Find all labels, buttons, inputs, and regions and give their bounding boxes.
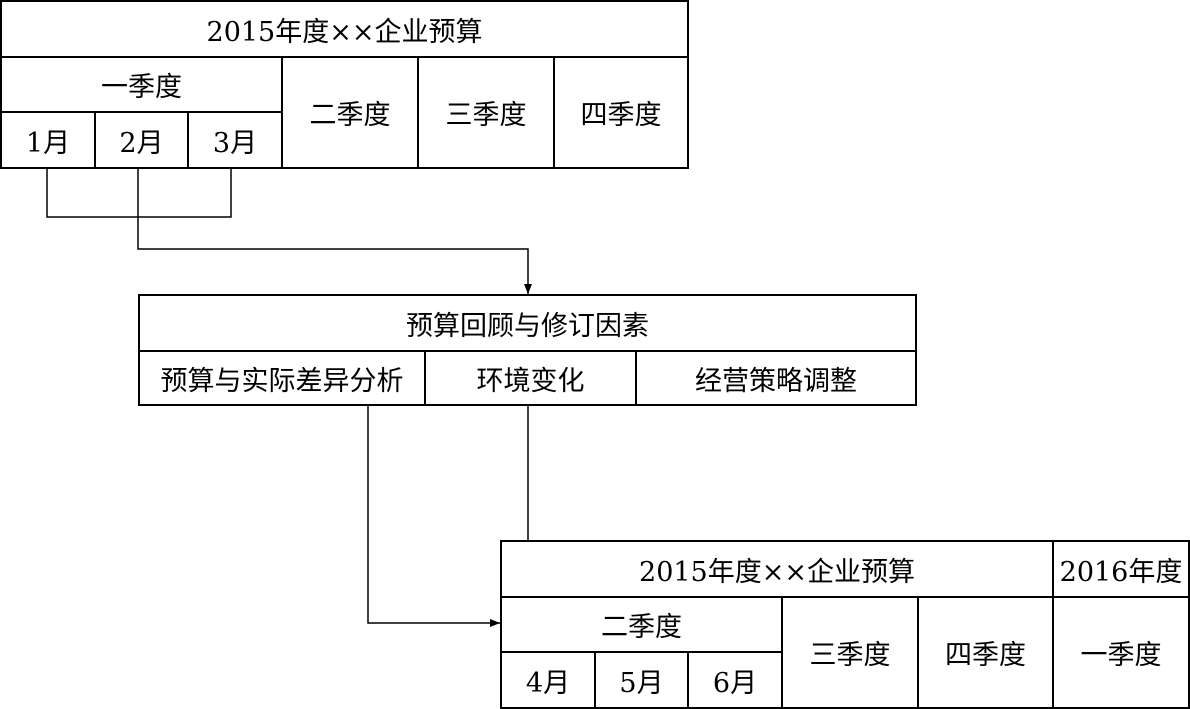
bottom-q2-header: 二季度	[500, 596, 783, 653]
bottom-next-q1: 一季度	[1052, 596, 1190, 709]
bottom-q3: 三季度	[781, 596, 919, 709]
factor-variance-analysis: 预算与实际差异分析	[138, 350, 426, 406]
bottom-table-title: 2015年度××企业预算	[500, 540, 1054, 598]
top-q3: 三季度	[417, 56, 555, 169]
factor-environment-change: 环境变化	[424, 350, 637, 406]
review-title: 预算回顾与修订因素	[138, 294, 917, 352]
bottom-month-4: 4月	[500, 651, 596, 709]
top-table-title: 2015年度××企业预算	[0, 0, 689, 58]
months-bracket	[46, 168, 232, 218]
arrow-to-review	[137, 217, 532, 294]
bottom-month-6: 6月	[687, 651, 783, 709]
top-q2: 二季度	[281, 56, 419, 169]
top-month-2: 2月	[94, 111, 189, 169]
bottom-next-year: 2016年度	[1052, 540, 1190, 598]
top-month-3: 3月	[187, 111, 283, 169]
top-month-1: 1月	[0, 111, 96, 169]
bottom-month-5: 5月	[594, 651, 689, 709]
factor-strategy-adjustment: 经营策略调整	[635, 350, 917, 406]
top-q1-header: 一季度	[0, 56, 283, 113]
top-q4: 四季度	[553, 56, 689, 169]
arrow-to-q2	[367, 405, 500, 627]
bottom-q4: 四季度	[917, 596, 1054, 709]
